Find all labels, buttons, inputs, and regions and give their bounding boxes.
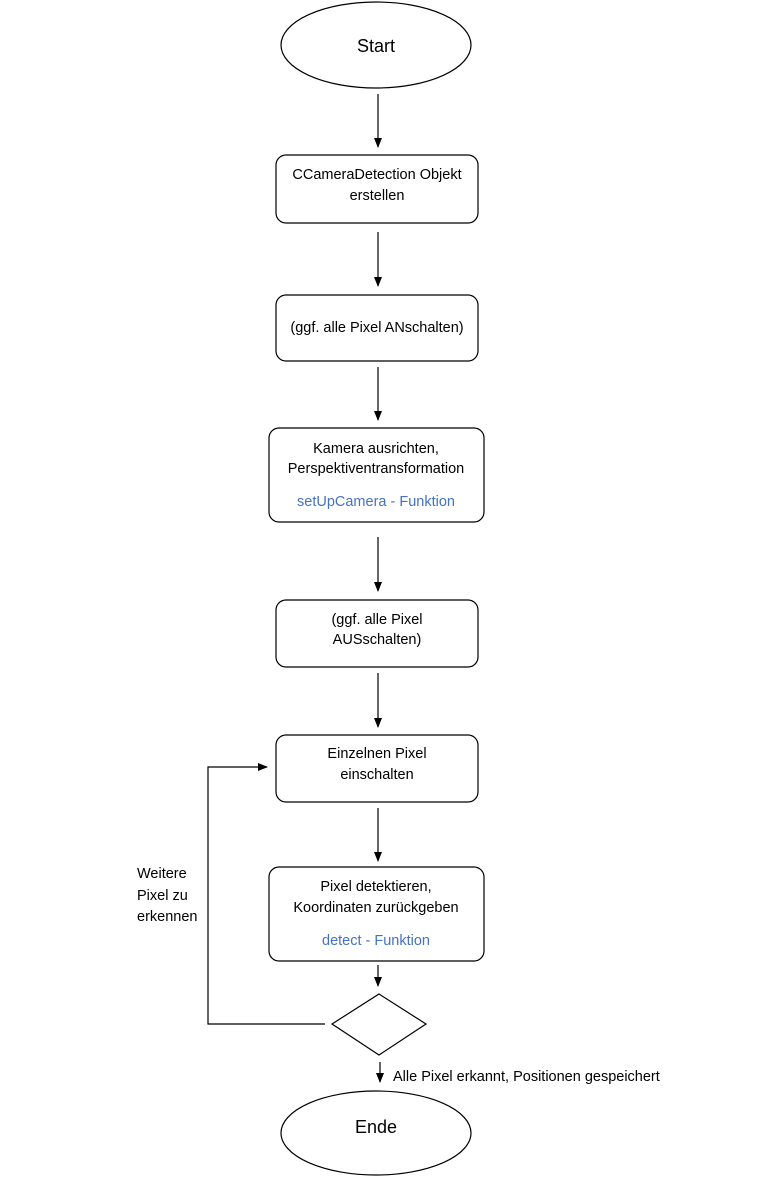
process-detect-pixel: Pixel detektieren, Koordinaten zurückgeb… bbox=[268, 866, 485, 962]
setupcamera-function-label: setUpCamera - Funktion bbox=[297, 494, 455, 510]
process-create-object: CCameraDetection Objekt erstellen bbox=[275, 154, 479, 224]
end-label: Ende bbox=[355, 1117, 397, 1137]
single-pixel-line1: Einzelnen Pixel bbox=[327, 746, 426, 762]
loop-label: Weitere Pixel zu erkennen bbox=[137, 866, 197, 925]
process-align-camera: Kamera ausrichten, Perspektiventransform… bbox=[268, 427, 485, 523]
detect-pixel-line2: Koordinaten zurückgeben bbox=[293, 900, 458, 916]
align-camera-line2: Perspektiventransformation bbox=[288, 461, 465, 477]
loop-label-line3: erkennen bbox=[137, 909, 197, 925]
process-pixels-off: (ggf. alle Pixel AUSschalten) bbox=[275, 599, 479, 668]
create-object-line2: erstellen bbox=[350, 188, 405, 204]
create-object-line1: CCameraDetection Objekt bbox=[292, 167, 461, 183]
decision-node bbox=[330, 993, 428, 1056]
loop-label-line2: Pixel zu bbox=[137, 888, 188, 904]
loop-back-arrow bbox=[207, 763, 325, 1025]
single-pixel-line2: einschalten bbox=[340, 767, 413, 783]
process-pixels-on: (ggf. alle Pixel ANschalten) bbox=[275, 294, 479, 362]
detect-function-label: detect - Funktion bbox=[322, 933, 430, 949]
pixels-on-line1: (ggf. alle Pixel ANschalten) bbox=[290, 320, 463, 336]
detect-pixel-line1: Pixel detektieren, bbox=[320, 879, 431, 895]
pixels-off-line1: (ggf. alle Pixel bbox=[331, 612, 422, 628]
start-label: Start bbox=[357, 36, 395, 56]
start-node: Start bbox=[280, 1, 472, 89]
loop-label-line1: Weitere bbox=[137, 866, 187, 882]
align-camera-line1: Kamera ausrichten, bbox=[313, 441, 439, 457]
exit-label: Alle Pixel erkannt, Positionen gespeiche… bbox=[393, 1069, 660, 1085]
pixels-off-line2: AUSschalten) bbox=[333, 632, 422, 648]
process-single-pixel: Einzelnen Pixel einschalten bbox=[275, 734, 479, 803]
end-node: Ende bbox=[280, 1090, 472, 1176]
